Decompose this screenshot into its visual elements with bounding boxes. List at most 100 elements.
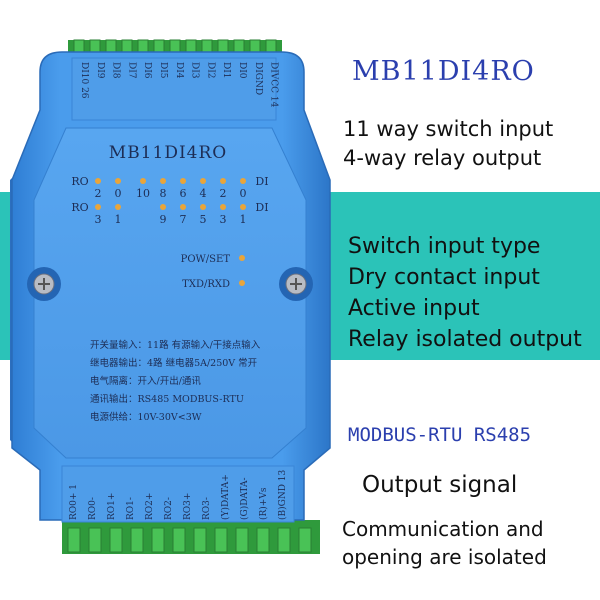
- spec-line: 开关量输入：11路 有源输入/干接点输入: [90, 339, 261, 351]
- bottom-terminal-label: RO3+: [183, 493, 193, 520]
- terminal-pin: [88, 527, 102, 553]
- left-mount-screw: [27, 267, 61, 301]
- right-mount-screw: [279, 267, 313, 301]
- feature-line: 11 way switch input: [343, 117, 554, 141]
- pow-set-led: [239, 255, 245, 261]
- output-signal-label: Output signal: [362, 472, 518, 498]
- top-terminal-label: DI5: [158, 62, 168, 79]
- bottom-label-strip: [61, 465, 295, 523]
- led-dot: [220, 178, 226, 184]
- txd-rxd-label: TXD/RXD: [182, 279, 230, 290]
- terminal-pin: [67, 527, 81, 553]
- spec-line: 继电器输出：4路 继电器5A/250V 常开: [90, 357, 258, 369]
- band-line: Switch input type: [348, 234, 541, 259]
- top-terminal-label: DI4: [174, 62, 184, 79]
- bottom-terminal-label: RO3-: [202, 497, 212, 520]
- led-label: 10: [136, 187, 150, 200]
- communication-line: Communication and: [342, 517, 544, 541]
- led-label: 7: [180, 213, 187, 226]
- device-label: MB11DI4RO: [109, 143, 227, 163]
- led-dot: [180, 178, 186, 184]
- bottom-terminal-label: RO2+: [145, 493, 155, 520]
- terminal-pin: [172, 527, 186, 553]
- product-title: MB11DI4RO: [352, 56, 535, 87]
- top-terminal-label: DI2: [205, 62, 215, 79]
- led-label: 4: [200, 187, 207, 200]
- pow-set-label: POW/SET: [181, 254, 231, 265]
- band-line: Active input: [348, 296, 480, 321]
- terminal-pin: [151, 527, 165, 553]
- led-dot: [160, 178, 166, 184]
- led-dot: [140, 178, 146, 184]
- terminal-pin: [298, 527, 312, 553]
- led-label: DI: [255, 201, 268, 214]
- bottom-terminal-label: RO2-: [164, 497, 174, 520]
- led-dot: [200, 204, 206, 210]
- led-label: 9: [160, 213, 167, 226]
- led-label: 8: [160, 187, 167, 200]
- spec-line: 电气隔离：开入/开出/通讯: [90, 375, 201, 387]
- top-label-strip: [71, 57, 277, 121]
- led-label: 0: [115, 187, 122, 200]
- protocol-label: MODBUS-RTU RS485: [348, 424, 532, 446]
- led-dot: [220, 204, 226, 210]
- top-terminal-label: DI9: [95, 62, 105, 79]
- top-terminal-label: DI7: [126, 62, 136, 79]
- led-label: 0: [240, 187, 247, 200]
- led-label: 6: [180, 187, 187, 200]
- led-label: 1: [115, 213, 122, 226]
- terminal-pin: [214, 527, 228, 553]
- terminal-pin: [256, 527, 270, 553]
- bottom-terminal-label: (Y)DATA+: [220, 474, 231, 520]
- bottom-terminal-label: RO1-: [126, 497, 136, 520]
- bottom-terminal-label: RO0-: [88, 497, 98, 520]
- bottom-terminal-label: RO1+: [107, 493, 117, 520]
- bottom-terminal-label: (R)+Vs: [258, 487, 269, 520]
- top-terminal-label: DI10 26: [79, 62, 89, 99]
- top-terminal-label: DI3: [190, 62, 200, 79]
- bottom-terminal-block: [62, 520, 320, 554]
- terminal-pin: [235, 527, 249, 553]
- bottom-terminal-label: (G)DATA-: [239, 478, 250, 521]
- led-dot: [115, 204, 121, 210]
- terminal-pin: [193, 527, 207, 553]
- band-line: Relay isolated output: [348, 327, 582, 352]
- top-terminal-label: DI8: [111, 62, 121, 79]
- top-terminal-label: DI0: [237, 62, 247, 79]
- spec-line: 电源供给：10V-30V<3W: [90, 411, 202, 423]
- top-terminal-label: DIGND: [253, 62, 263, 95]
- led-label: RO: [71, 201, 88, 214]
- bottom-terminal-label: (B)GND 13: [277, 469, 288, 520]
- led-dot: [180, 204, 186, 210]
- led-dot: [115, 178, 121, 184]
- led-label: DI: [255, 175, 268, 188]
- led-dot: [95, 178, 101, 184]
- top-terminal-label: DIVCC 14: [269, 62, 279, 108]
- led-label: 1: [240, 213, 247, 226]
- led-label: 3: [220, 213, 227, 226]
- top-terminal-label: DI1: [221, 62, 231, 79]
- terminal-pin: [277, 527, 291, 553]
- led-label: 5: [200, 213, 207, 226]
- bottom-terminal-label: RO0+ 1: [69, 484, 79, 520]
- led-label: 3: [95, 213, 102, 226]
- led-dot: [240, 178, 246, 184]
- led-dot: [240, 204, 246, 210]
- led-label: RO: [71, 175, 88, 188]
- led-label: 2: [220, 187, 227, 200]
- txd-rxd-led: [239, 280, 245, 286]
- led-dot: [95, 204, 101, 210]
- top-terminal-label: DI6: [142, 62, 152, 79]
- led-label: 2: [95, 187, 102, 200]
- band-line: Dry contact input: [348, 265, 540, 290]
- spec-line: 通讯输出：RS485 MODBUS-RTU: [90, 393, 244, 405]
- communication-line: opening are isolated: [342, 545, 547, 569]
- terminal-pin: [109, 527, 123, 553]
- led-dot: [160, 204, 166, 210]
- feature-line: 4-way relay output: [343, 146, 542, 170]
- led-dot: [200, 178, 206, 184]
- terminal-pin: [130, 527, 144, 553]
